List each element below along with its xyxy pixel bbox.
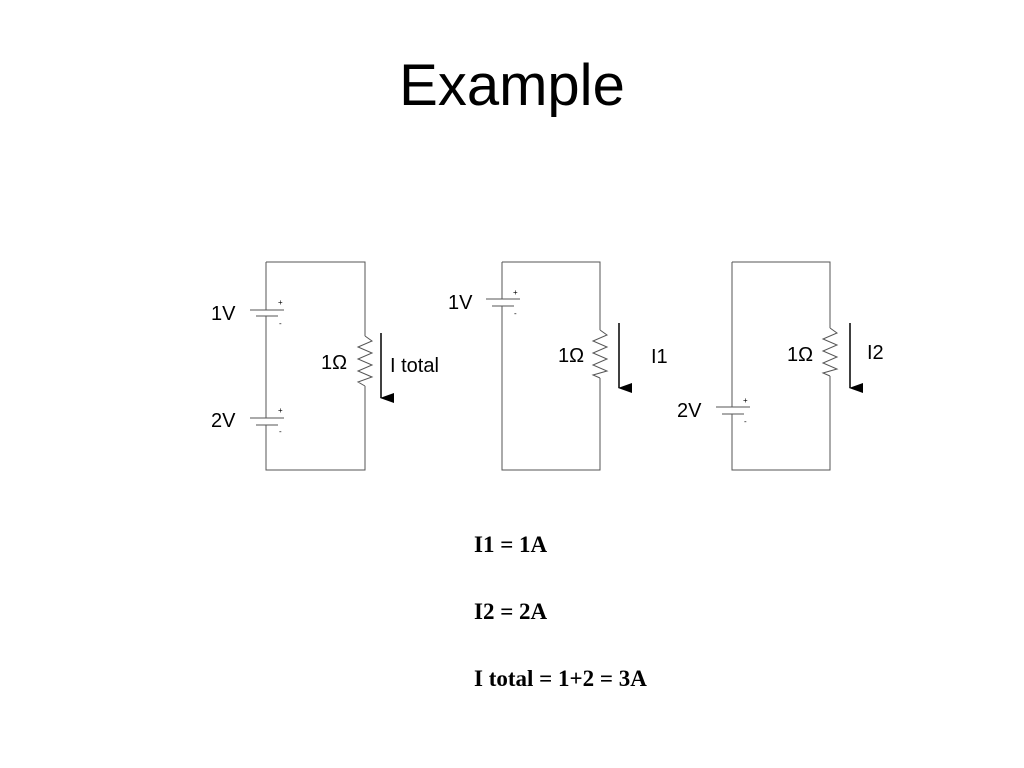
circuit-2v: + - 2V 1Ω I2: [677, 261, 884, 471]
battery-1v: + -: [250, 298, 284, 328]
polarity-plus: +: [278, 406, 283, 415]
polarity-minus: -: [744, 417, 747, 426]
label-voltage-2v: 2V: [677, 400, 702, 422]
label-resistance: 1Ω: [787, 344, 813, 366]
result-i1: I1 = 1A: [474, 532, 548, 557]
label-voltage-2v: 2V: [211, 410, 236, 432]
slide-title: Example: [399, 53, 625, 118]
wire-loop: [501, 261, 601, 471]
label-voltage-1v: 1V: [448, 292, 473, 314]
label-resistance: 1Ω: [558, 345, 584, 367]
label-voltage-1v: 1V: [211, 303, 236, 325]
battery-2v: + -: [250, 406, 284, 436]
polarity-minus: -: [514, 309, 517, 318]
polarity-minus: -: [279, 319, 282, 328]
circuit-1v: + - 1V 1Ω I1: [448, 261, 668, 471]
label-current-i1: I1: [651, 346, 668, 368]
wire-loop: [731, 261, 831, 471]
circuit-series: + - 1V + - 2V 1Ω I total: [211, 261, 439, 471]
result-i2: I2 = 2A: [474, 599, 548, 624]
polarity-plus: +: [278, 298, 283, 307]
resistor-1ohm: [591, 329, 609, 379]
polarity-plus: +: [743, 396, 748, 405]
resistor-1ohm: [821, 327, 839, 377]
polarity-plus: +: [513, 288, 518, 297]
battery-2v: + -: [716, 396, 750, 426]
resistor-1ohm: [356, 335, 374, 387]
results-block: I1 = 1A I2 = 2A I total = 1+2 = 3A: [474, 532, 647, 733]
polarity-minus: -: [279, 427, 282, 436]
label-resistance: 1Ω: [321, 352, 347, 374]
wire-loop: [265, 261, 366, 471]
label-current-total: I total: [390, 355, 439, 377]
result-i-total: I total = 1+2 = 3A: [474, 666, 647, 691]
label-current-i2: I2: [867, 342, 884, 364]
battery-1v: + -: [486, 288, 520, 318]
